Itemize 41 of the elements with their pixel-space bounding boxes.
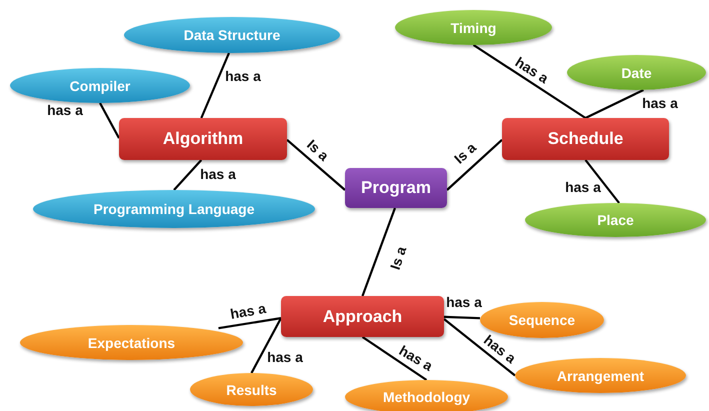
edge-label: has a <box>267 349 303 365</box>
concept-ellipse: Expectations <box>20 325 243 360</box>
edge-label: Is a <box>450 139 480 167</box>
connector-line <box>99 102 120 139</box>
edge-label: has a <box>396 342 436 374</box>
concept-ellipse: Programming Language <box>33 190 315 228</box>
concept-ellipse: Compiler <box>10 68 190 103</box>
edge-label: has a <box>565 179 601 195</box>
edge-label: has a <box>200 166 236 182</box>
edge-label: Is a <box>304 136 332 164</box>
connector-line <box>250 318 282 374</box>
connector-line <box>584 159 620 204</box>
concept-ellipse: Timing <box>395 10 552 45</box>
concept-box: Program <box>345 168 447 208</box>
edge-label: has a <box>642 95 678 111</box>
connector-line <box>362 336 428 381</box>
connector-line <box>443 318 516 376</box>
connector-line <box>446 139 503 191</box>
connector-line <box>361 208 396 296</box>
concept-ellipse: Methodology <box>345 380 508 411</box>
connector-line <box>200 52 230 118</box>
connector-line <box>286 139 346 191</box>
edge-label: has a <box>446 294 482 310</box>
concept-ellipse: Results <box>190 373 313 406</box>
concept-box: Schedule <box>502 118 669 160</box>
connector-line <box>472 44 586 119</box>
concept-box: Approach <box>281 296 444 337</box>
connector-line <box>218 317 282 330</box>
concept-box: Algorithm <box>119 118 287 160</box>
concept-ellipse: Date <box>567 55 706 90</box>
concept-ellipse: Arrangement <box>515 358 686 393</box>
edge-label: Is a <box>386 244 410 272</box>
connector-line <box>585 89 644 119</box>
connector-line <box>173 159 202 191</box>
edge-label: has a <box>225 68 261 84</box>
concept-ellipse: Data Structure <box>124 17 340 53</box>
edge-label: has a <box>228 300 268 322</box>
edge-label: has a <box>512 54 552 86</box>
connector-line <box>444 316 480 320</box>
concept-ellipse: Place <box>525 203 706 237</box>
edge-label: has a <box>47 102 83 118</box>
